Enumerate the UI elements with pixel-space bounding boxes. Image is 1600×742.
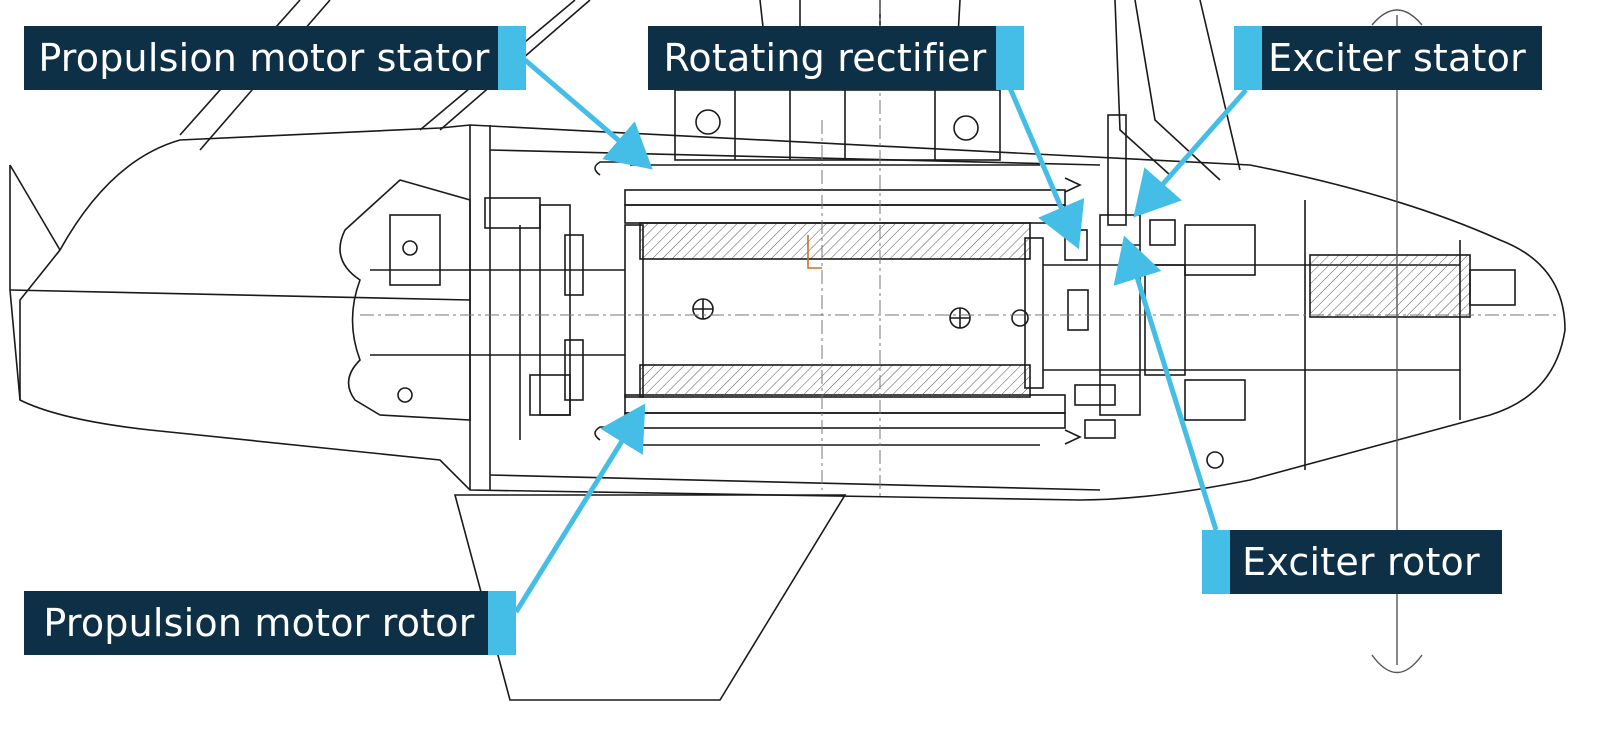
label-accent-tab [488,591,516,655]
arrow-exciter-stator [1133,88,1248,218]
arrow-propulsion-motor-rotor [513,403,646,614]
rotor-core [624,222,1044,398]
label-accent-tab [1202,530,1230,594]
label-text: Rotating rectifier [663,36,987,80]
exciter-assembly [1064,114,1256,469]
callout-arrows [513,58,1248,614]
label-accent-tab [498,26,526,90]
housing-lines [489,149,1101,491]
label-exciter-stator: Exciter stator [1234,26,1542,90]
label-text: Propulsion motor rotor [43,601,475,645]
label-text: Exciter rotor [1242,540,1480,584]
label-rotating-rectifier: Rotating rectifier [648,26,1024,90]
arrow-exciter-rotor [1113,235,1219,531]
shaft [370,200,1516,470]
label-text: Propulsion motor stator [38,36,490,80]
label-accent-tab [1234,26,1262,90]
pod-body [9,124,1566,501]
label-propulsion-motor-rotor: Propulsion motor rotor [24,591,516,655]
left-bearing [339,179,584,440]
label-exciter-rotor: Exciter rotor [1202,530,1502,594]
label-accent-tab [996,26,1024,90]
label-propulsion-motor-stator: Propulsion motor stator [24,26,526,90]
label-text: Exciter stator [1268,36,1526,80]
arrow-rotating-rectifier [1007,87,1085,250]
arrow-propulsion-motor-stator [523,58,653,170]
